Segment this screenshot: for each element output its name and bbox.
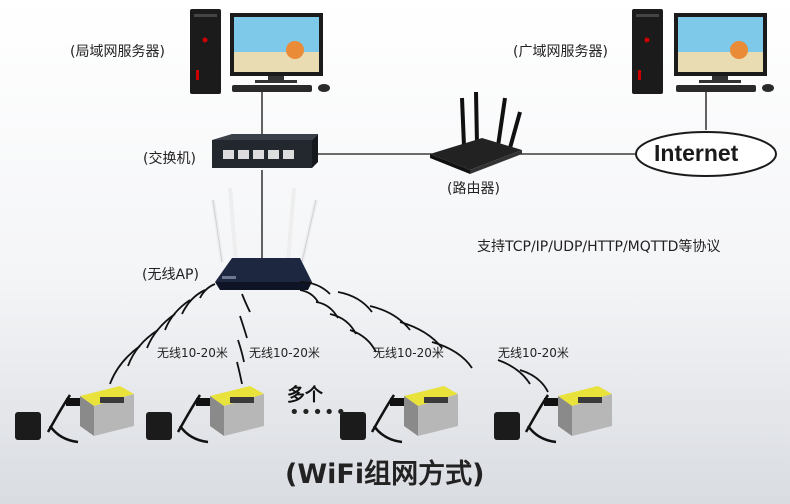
- multiple-devices-label: 多个: [287, 385, 323, 406]
- internet-label: Internet: [654, 140, 739, 166]
- lan-server-computer: [190, 9, 330, 94]
- wifi-signal-arcs: [109, 281, 549, 393]
- router-device: [430, 91, 522, 174]
- wireless-range-label-2: 无线10-20米: [249, 346, 320, 360]
- serial-device-3: [340, 386, 458, 444]
- serial-device-1: [15, 386, 134, 444]
- internet-ellipse: [635, 131, 777, 177]
- wireless-range-label-1: 无线10-20米: [157, 346, 228, 360]
- wan-server-computer: [632, 9, 774, 94]
- diagram-title: (WiFi组网方式): [285, 459, 485, 490]
- wireless-ap-label: (无线AP): [142, 267, 199, 283]
- wireless-range-label-4: 无线10-20米: [498, 346, 569, 360]
- serial-device-2: [146, 386, 264, 444]
- wan-server-label: (广域网服务器): [513, 44, 608, 60]
- wireless-range-label-3: 无线10-20米: [373, 346, 444, 360]
- switch-device: [212, 134, 318, 168]
- switch-label: (交换机): [143, 151, 196, 167]
- wireless-ap-device: [211, 187, 318, 290]
- serial-device-4: [494, 386, 612, 444]
- connection-lines: [261, 88, 707, 258]
- lan-server-label: (局域网服务器): [70, 44, 165, 60]
- multiple-devices-dots: •••••: [289, 402, 348, 423]
- protocol-support-text: 支持TCP/IP/UDP/HTTP/MQTTD等协议: [477, 239, 721, 255]
- router-label: (路由器): [447, 181, 500, 197]
